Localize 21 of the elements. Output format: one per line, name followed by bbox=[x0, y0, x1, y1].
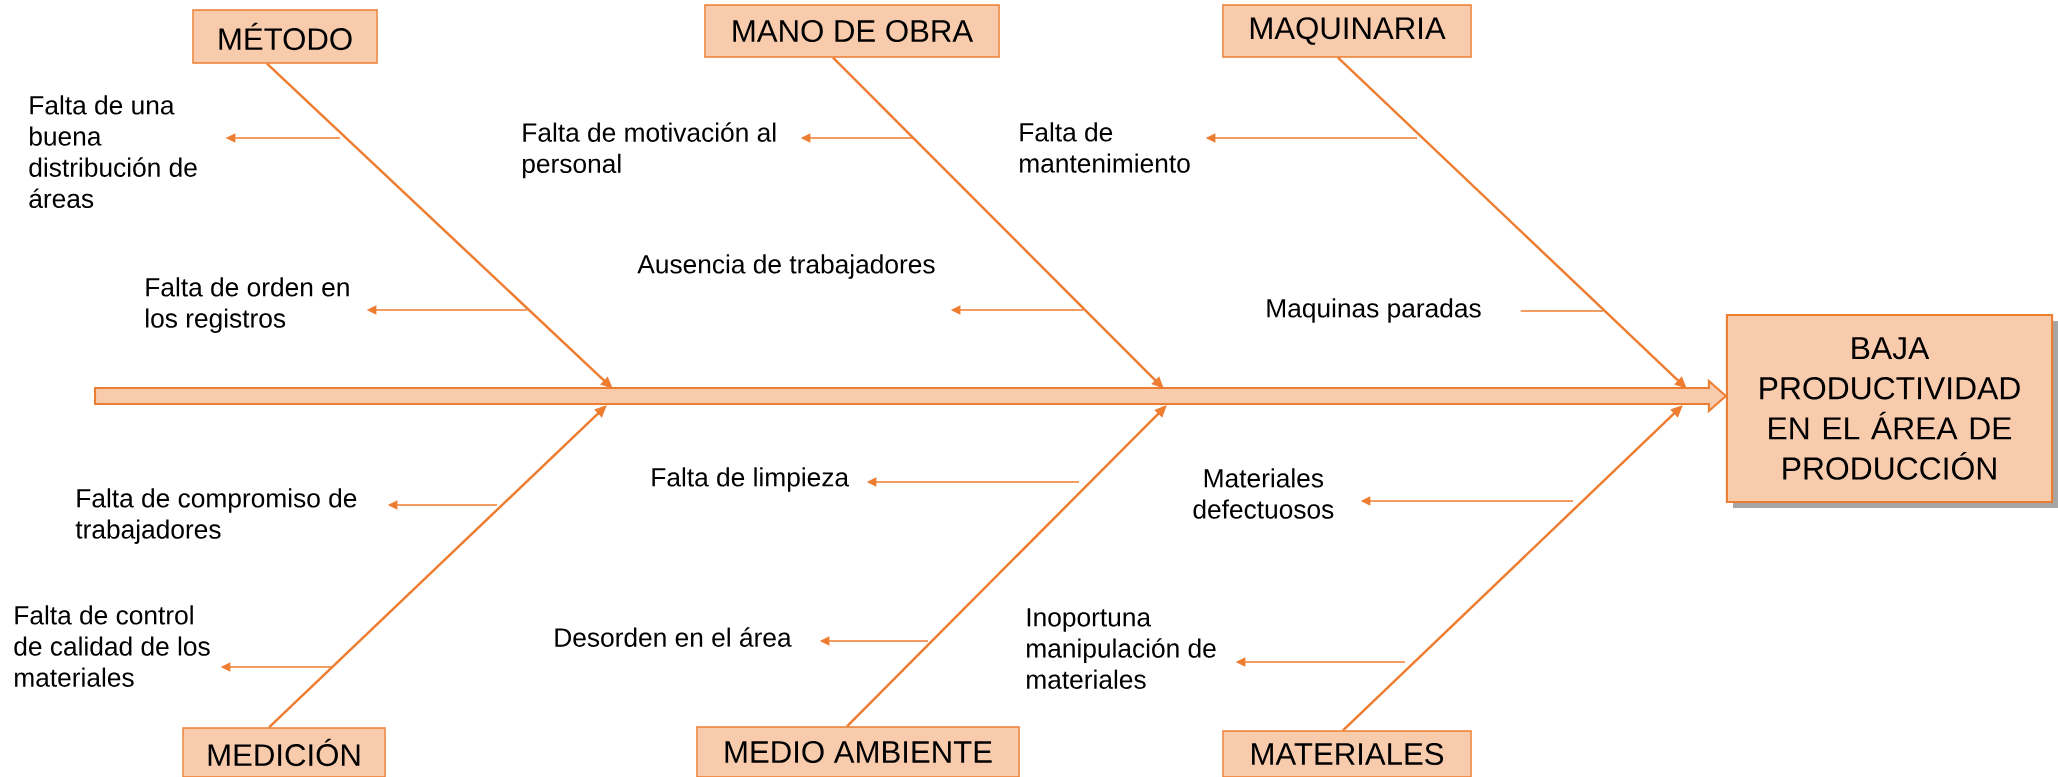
category-box: MANO DE OBRA bbox=[704, 4, 1000, 58]
cause-text: Falta de control de calidad de los materiales bbox=[14, 605, 210, 687]
category-box: MÉTODO bbox=[192, 9, 378, 64]
category-box: MEDIO AMBIENTE bbox=[696, 726, 1020, 777]
effect-box: BAJA PRODUCTIVIDAD EN EL ÁREA DE PRODUCCIÓN bbox=[1725, 313, 2058, 508]
cause-text: Falta de motivación al personal bbox=[523, 122, 776, 179]
category-box: MATERIALES bbox=[1222, 730, 1472, 777]
cause-text: Inoportuna manipulación de materiales bbox=[1027, 608, 1216, 689]
cause-text: Maquinas paradas bbox=[1267, 298, 1481, 323]
cause-text: Falta de limpieza bbox=[652, 467, 850, 492]
cause-text: Ausencia de trabajadores bbox=[637, 254, 935, 279]
category-box: MEDICIÓN bbox=[182, 727, 386, 777]
cause-line bbox=[1519, 310, 1604, 312]
cause-text: Materiales defectuosos bbox=[1193, 468, 1334, 519]
cause-text: Desorden en el área bbox=[555, 627, 792, 647]
category-box: MAQUINARIA bbox=[1222, 4, 1472, 58]
cause-text: Falta de compromiso de trabajadores bbox=[75, 488, 357, 544]
cause-text: Falta de una buena distribución de áreas bbox=[29, 95, 197, 209]
cause-text: Falta de orden en los registros bbox=[146, 277, 349, 333]
cause-text: Falta de mantenimiento bbox=[1020, 122, 1190, 173]
spine-arrow bbox=[93, 378, 1728, 414]
